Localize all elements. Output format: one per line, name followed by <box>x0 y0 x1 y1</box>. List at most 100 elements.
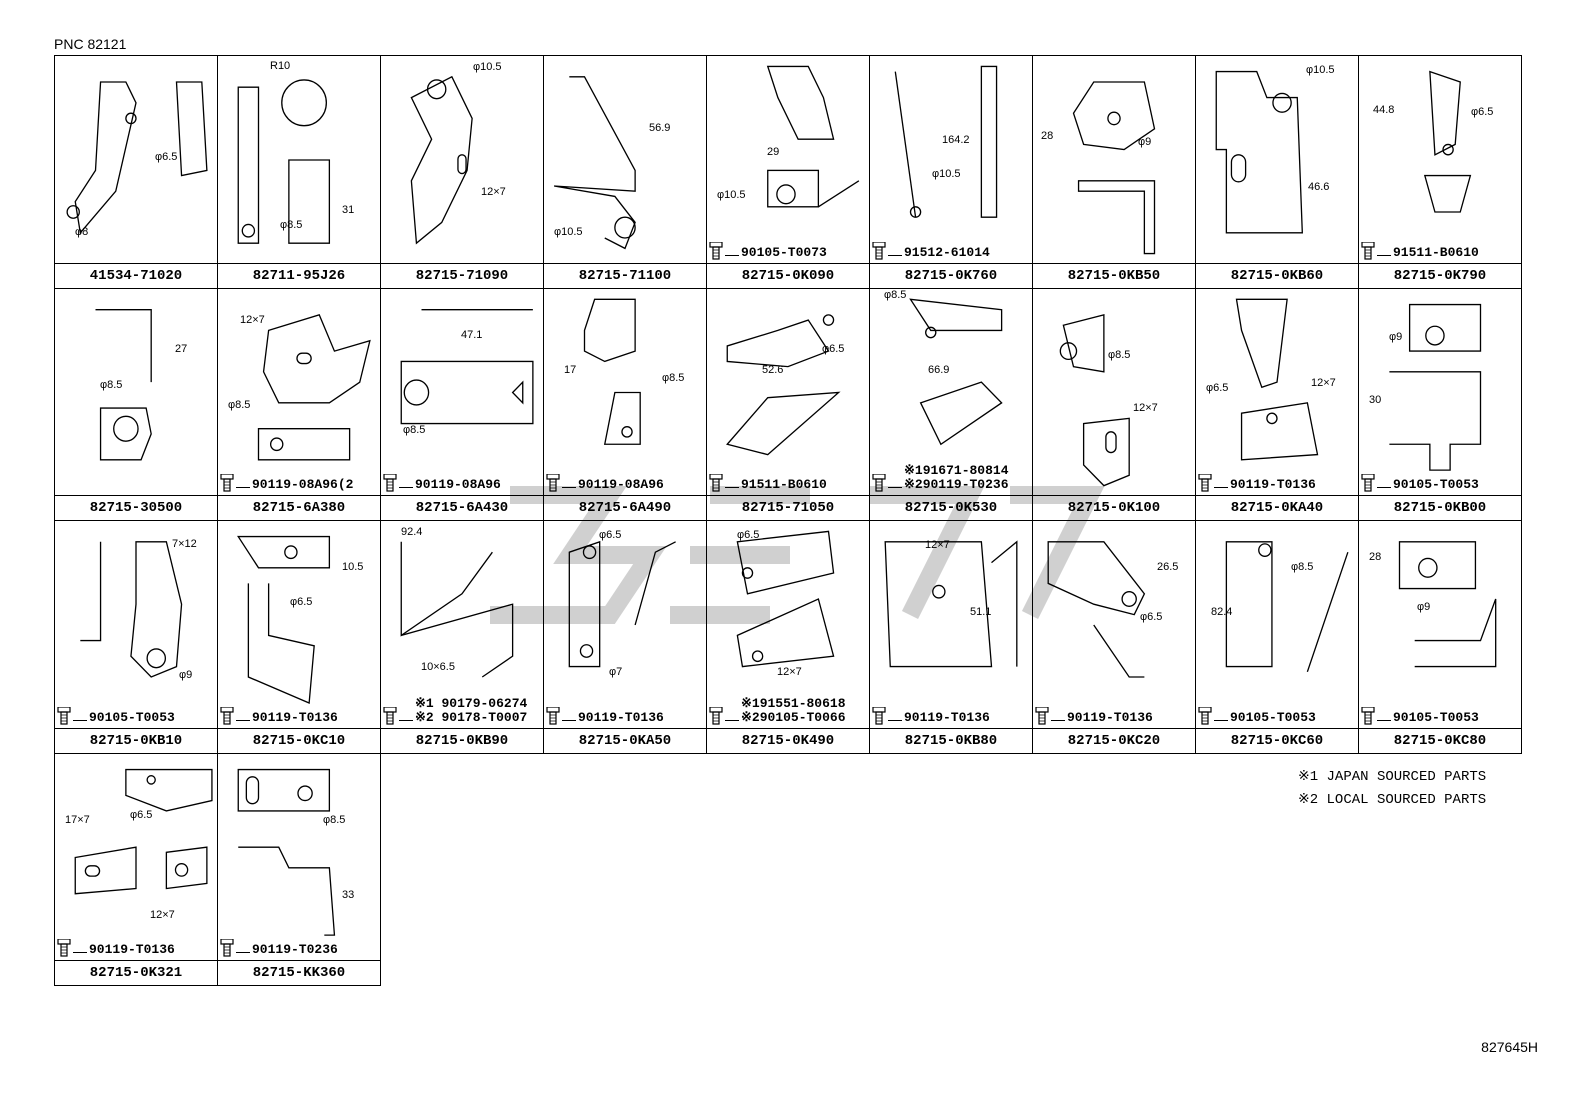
dimension-label: 164.2 <box>942 134 970 146</box>
fastener-callout: ※1 90179-06274※2 90178-T0007 <box>383 697 527 725</box>
part-number: 82715-6A490 <box>544 495 706 520</box>
part-illustration <box>736 530 835 668</box>
fastener-callout: 90119-08A96(2 <box>220 474 353 492</box>
fastener-part-number: 90119-08A96 <box>578 477 664 492</box>
part-illustration <box>554 76 636 250</box>
bolt-icon <box>57 939 71 957</box>
fastener-part-number: 90119-T0136 <box>578 710 664 725</box>
dimension-label: 46.6 <box>1308 181 1330 193</box>
part-illustration <box>1423 70 1472 213</box>
part-number: 82715-6A380 <box>218 495 380 520</box>
part-illustration <box>1398 541 1497 668</box>
dimension-label: φ7 <box>609 666 623 678</box>
dimension-label: φ6.5 <box>822 343 845 355</box>
part-illustration <box>583 298 641 445</box>
fastener-callout: 91511-B0610 <box>709 474 827 492</box>
dimension-label: 52.6 <box>762 364 784 376</box>
part-number: 82711-95J26 <box>218 263 380 288</box>
dimension-label: φ6.5 <box>155 151 178 163</box>
fastener-callout: ※191671-80814※290119-T0236 <box>872 464 1009 492</box>
bolt-icon <box>1035 707 1049 725</box>
part-illustration <box>1389 303 1482 471</box>
bolt-icon <box>57 707 71 725</box>
part-number: 82715-0KB80 <box>870 728 1032 753</box>
dimension-label: φ8.5 <box>323 814 346 826</box>
part-illustration <box>95 309 152 461</box>
fastener-part-number: 90119-T0136 <box>904 710 990 725</box>
fastener-part-number: ※1 90179-06274 <box>415 696 528 711</box>
bolt-icon <box>872 707 886 725</box>
dimension-label: φ8.5 <box>403 424 426 436</box>
dimension-label: 31 <box>342 204 355 216</box>
dimension-label: φ6.5 <box>1471 106 1494 118</box>
fastener-callout: 90119-T0136 <box>546 707 664 725</box>
dimension-label: φ9 <box>1389 331 1403 343</box>
part-illustration <box>1235 298 1319 461</box>
part-illustration <box>894 65 998 218</box>
note-japan: ※1 JAPAN SOURCED PARTS <box>1298 769 1487 785</box>
bolt-icon <box>220 474 234 492</box>
bolt-icon <box>383 707 397 725</box>
fastener-part-number: 90119-08A96 <box>415 477 501 492</box>
dimension-label: 12×7 <box>481 186 506 198</box>
fastener-part-number: 90105-T0053 <box>1230 710 1316 725</box>
fastener-callout: 90119-08A96 <box>383 474 501 492</box>
part-number: 82715-0KC60 <box>1196 728 1358 753</box>
dimension-label: 12×7 <box>777 666 802 678</box>
fastener-callout: 90119-T0136 <box>1198 474 1316 492</box>
part-illustration <box>237 535 331 704</box>
part-number: 82715-KK360 <box>218 960 380 985</box>
dimension-label: 12×7 <box>240 314 265 326</box>
bolt-icon <box>1198 474 1212 492</box>
fastener-callout: 90119-08A96 <box>546 474 664 492</box>
part-illustration <box>74 768 213 895</box>
dimension-label: 26.5 <box>1157 561 1179 573</box>
part-number: 82715-71100 <box>544 263 706 288</box>
dimension-label: 44.8 <box>1373 104 1395 116</box>
part-number: 82715-71050 <box>707 495 869 520</box>
part-illustration <box>400 309 534 425</box>
part-number: 82715-0K790 <box>1359 263 1521 288</box>
fastener-callout: 90119-T0136 <box>57 939 175 957</box>
fastener-callout: 90119-T0136 <box>872 707 990 725</box>
part-illustration <box>237 768 336 936</box>
fastener-part-number: 91511-B0610 <box>741 477 827 492</box>
bolt-icon <box>546 474 560 492</box>
dimension-label: 28 <box>1041 130 1054 142</box>
part-number: 82715-0KC20 <box>1033 728 1195 753</box>
fastener-part-number: ※2 90178-T0007 <box>415 710 528 725</box>
dimension-label: φ6.5 <box>290 596 313 608</box>
part-illustration <box>568 540 676 668</box>
part-number: 82715-0K490 <box>707 728 869 753</box>
dimension-label: φ6.5 <box>1140 611 1163 623</box>
dimension-label: R10 <box>270 60 291 72</box>
fastener-callout: 90119-T0136 <box>220 707 338 725</box>
part-illustration <box>766 65 860 208</box>
fastener-part-number: 90119-T0136 <box>252 710 338 725</box>
dimension-label: φ9 <box>1417 601 1431 613</box>
part-illustration <box>1059 314 1130 487</box>
dimension-label: φ9 <box>179 669 193 681</box>
dimension-label: 12×7 <box>925 539 950 551</box>
bolt-icon <box>872 242 886 260</box>
dimension-label: φ10.5 <box>1306 64 1335 76</box>
fastener-callout: 91511-B0610 <box>1361 242 1479 260</box>
part-number: 82715-0KC10 <box>218 728 380 753</box>
dimension-label: 47.1 <box>461 329 483 341</box>
dimension-label: 12×7 <box>150 909 175 921</box>
dimension-label: 66.9 <box>928 364 950 376</box>
dimension-label: 17×7 <box>65 814 90 826</box>
fastener-part-number: 90105-T0053 <box>89 710 175 725</box>
fastener-part-number: ※290105-T0066 <box>741 710 846 725</box>
